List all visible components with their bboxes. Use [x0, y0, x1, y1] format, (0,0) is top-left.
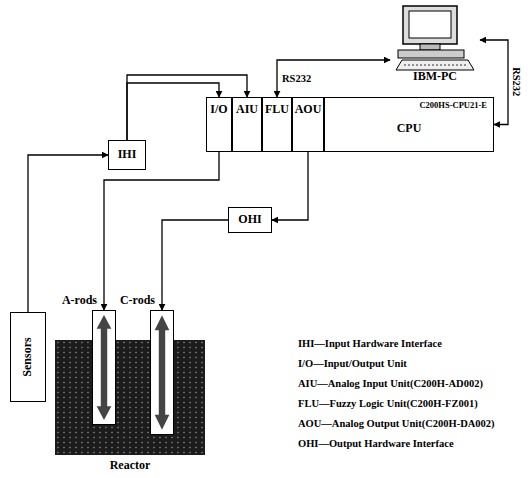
keyboard-keys — [404, 65, 466, 66]
fuzzy-logic-unit: FLU — [262, 97, 292, 152]
node-label: A-rods — [62, 294, 97, 308]
abbreviation-note: OHI—Output Hardware Interface — [298, 438, 454, 449]
abbreviation-note: FLU—Fuzzy Logic Unit(C200H-FZ001) — [298, 398, 478, 409]
connector — [277, 60, 390, 97]
io-unit: I/O — [206, 97, 232, 152]
node-label: CPU — [325, 122, 493, 136]
abbreviation-note: IHI—Input Hardware Interface — [298, 338, 442, 349]
cpu-unit: C200HS-CPU21-E CPU — [324, 97, 494, 152]
reactor-core — [55, 340, 205, 455]
rod-arrow — [93, 311, 115, 424]
output-interface-box: OHI — [228, 207, 272, 233]
node-label: Sensors — [21, 337, 35, 376]
sensors-box: Sensors — [10, 312, 46, 402]
monitor-case — [403, 6, 457, 44]
monitor-stand — [420, 44, 440, 50]
connector — [162, 220, 228, 310]
keyboard — [396, 60, 474, 70]
node-label: C200HS-CPU21-E — [419, 101, 487, 111]
node-label: IHI — [118, 148, 137, 162]
node-label: FLU — [265, 103, 289, 151]
c-rod: C-rods — [150, 310, 174, 435]
computer-base — [398, 50, 464, 58]
rod-motion-arrow — [97, 315, 112, 420]
analog-output-unit: AOU — [292, 97, 324, 152]
abbreviation-note: AOU—Analog Output Unit(C200H-DA002) — [298, 418, 495, 429]
node-label: Reactor — [55, 459, 205, 473]
node-label: AIU — [236, 103, 258, 151]
abbreviation-note: AIU—Analog Input Unit(C200H-AD002) — [298, 378, 483, 389]
node-label: AOU — [295, 103, 322, 151]
node-label: IBM-PC — [390, 70, 480, 84]
edge-label: RS232 — [511, 67, 523, 98]
connector — [28, 155, 108, 312]
a-rod: A-rods — [92, 310, 116, 425]
analog-input-unit: AIU — [232, 97, 262, 152]
rod-arrow — [151, 311, 173, 434]
edge-label: RS232 — [281, 73, 312, 85]
monitor-screen — [409, 11, 451, 38]
reactor: ReactorA-rodsC-rods — [55, 340, 205, 475]
node-label: I/O — [210, 103, 227, 151]
connector — [272, 152, 308, 220]
node-label: C-rods — [120, 294, 155, 308]
computer-node: IBM-PC — [390, 2, 480, 86]
abbreviation-note: I/O—Input/Output Unit — [298, 358, 407, 369]
input-interface-box: IHI — [108, 140, 146, 170]
node-label: OHI — [238, 213, 261, 227]
rod-motion-arrow — [155, 315, 170, 429]
